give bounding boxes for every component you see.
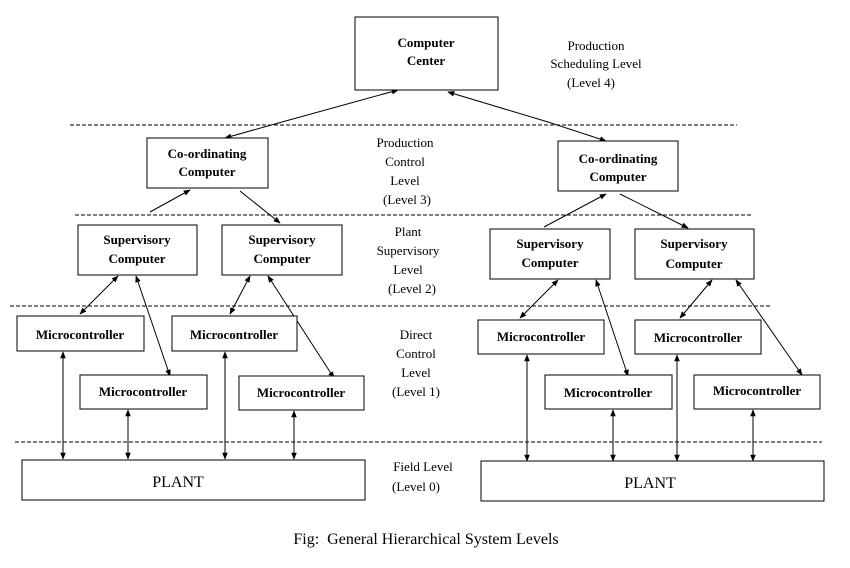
level-1-line3: Level	[401, 365, 431, 380]
supervisory-3-line2: Computer	[521, 255, 578, 270]
plant-right-label: PLANT	[624, 475, 676, 492]
supervisory-1-line2: Computer	[108, 251, 165, 266]
coordinating-left-line1: Co-ordinating	[168, 146, 247, 161]
level-4-label: Production Scheduling Level (Level 4)	[550, 38, 642, 90]
link-sup4-mc7	[679, 279, 713, 319]
computer-center-line2: Center	[407, 53, 445, 68]
link-coord1-sup1	[149, 189, 191, 213]
level-4-line2: Scheduling Level	[550, 56, 642, 71]
level-3-label: Production Control Level (Level 3)	[376, 135, 434, 207]
supervisory-1-line1: Supervisory	[103, 232, 171, 247]
supervisory-4-line2: Computer	[665, 256, 722, 271]
coordinating-right-line2: Computer	[589, 169, 646, 184]
supervisory-3-line1: Supervisory	[516, 236, 584, 251]
level-0-line2: (Level 0)	[392, 479, 440, 494]
plant-left: PLANT	[21, 459, 366, 501]
level-2-line2: Supervisory	[377, 243, 440, 258]
microcontroller-2-label: Microcontroller	[99, 384, 188, 399]
level-2-line3: Level	[393, 262, 423, 277]
level-4-line1: Production	[567, 38, 625, 53]
supervisory-4-line1: Supervisory	[660, 236, 728, 251]
level-3-line3: Level	[390, 173, 420, 188]
supervisory-computer-2: Supervisory Computer	[221, 224, 343, 276]
microcontroller-4: Microcontroller	[238, 375, 365, 411]
supervisory-computer-3: Supervisory Computer	[489, 228, 611, 280]
supervisory-computer-4: Supervisory Computer	[634, 228, 755, 280]
link-coord2-sup4	[619, 193, 689, 229]
level-1-line1: Direct	[400, 327, 433, 342]
coordinating-computer-left: Co-ordinating Computer	[146, 137, 269, 189]
microcontroller-5: Microcontroller	[477, 319, 605, 355]
link-cc-coord-right-b	[547, 121, 607, 142]
link-sup2-mc4	[267, 275, 335, 379]
link-coord2-sup3	[543, 193, 607, 228]
supervisory-computer-1: Supervisory Computer	[77, 224, 198, 276]
computer-center-line1: Computer	[397, 35, 454, 50]
coordinating-left-line2: Computer	[178, 164, 235, 179]
level-2-line4: (Level 2)	[388, 281, 436, 296]
microcontroller-8-label: Microcontroller	[713, 383, 802, 398]
link-cc-coord-left	[281, 88, 399, 123]
microcontroller-1-label: Microcontroller	[36, 327, 125, 342]
link-cc-coord-right	[447, 91, 549, 123]
plant-right: PLANT	[480, 460, 825, 502]
link-sup4-mc8	[735, 279, 803, 376]
link-coord1-sup2	[239, 190, 281, 224]
level-0-line1: Field Level	[393, 459, 453, 474]
level-3-line2: Control	[385, 154, 425, 169]
microcontroller-7: Microcontroller	[634, 319, 762, 355]
link-sup1-mc1	[79, 275, 119, 315]
microcontroller-7-label: Microcontroller	[654, 330, 743, 345]
link-cc-coord-left-b	[224, 121, 283, 139]
level-1-label: Direct Control Level (Level 1)	[392, 327, 440, 399]
coordinating-right-line1: Co-ordinating	[579, 151, 658, 166]
level-4-line3: (Level 4)	[567, 75, 615, 90]
figure-caption: Fig: General Hierarchical System Levels	[293, 531, 558, 548]
level-2-line1: Plant	[395, 224, 422, 239]
microcontroller-3-label: Microcontroller	[190, 327, 279, 342]
microcontroller-6: Microcontroller	[544, 374, 673, 410]
level-3-line1: Production	[376, 135, 434, 150]
supervisory-2-line2: Computer	[253, 251, 310, 266]
microcontroller-3: Microcontroller	[171, 315, 298, 352]
level-1-line4: (Level 1)	[392, 384, 440, 399]
level-1-line2: Control	[396, 346, 436, 361]
computer-center-box: Computer Center	[354, 16, 499, 91]
plant-left-label: PLANT	[152, 474, 204, 491]
microcontroller-8: Microcontroller	[693, 374, 821, 410]
link-sup3-mc6	[595, 279, 629, 377]
link-sup3-mc5	[519, 279, 559, 319]
microcontroller-5-label: Microcontroller	[497, 329, 586, 344]
microcontroller-4-label: Microcontroller	[257, 385, 346, 400]
level-2-label: Plant Supervisory Level (Level 2)	[377, 224, 440, 296]
level-0-label: Field Level (Level 0)	[392, 459, 453, 494]
link-sup2-mc3	[229, 275, 251, 315]
microcontroller-1: Microcontroller	[16, 315, 145, 352]
level-3-line4: (Level 3)	[383, 192, 431, 207]
supervisory-2-line1: Supervisory	[248, 232, 316, 247]
coordinating-computer-right: Co-ordinating Computer	[557, 140, 679, 192]
link-sup1-mc2	[135, 275, 171, 377]
microcontroller-2: Microcontroller	[79, 374, 208, 410]
microcontroller-6-label: Microcontroller	[564, 385, 653, 400]
